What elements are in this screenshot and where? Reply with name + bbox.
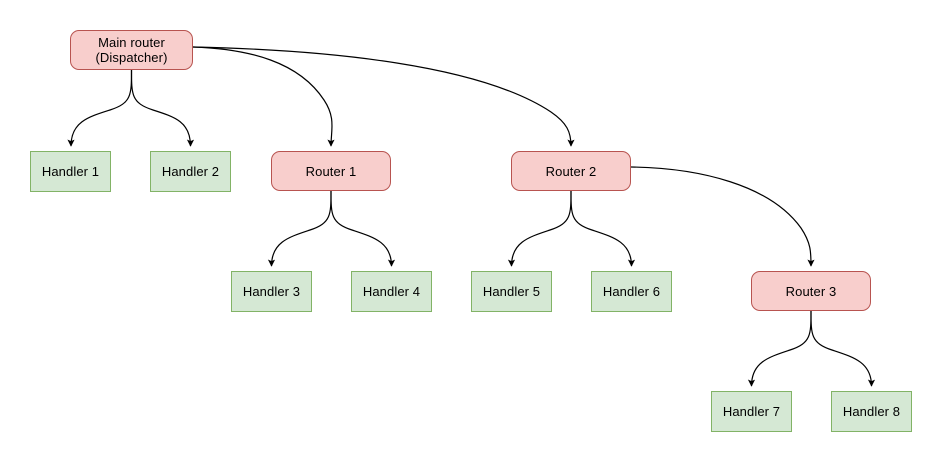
edge-router-1-to-handler-3 xyxy=(267,190,332,267)
node-handler-7-label: Handler 7 xyxy=(722,404,781,419)
node-handler-8[interactable]: Handler 8 xyxy=(831,391,912,432)
node-main-router-label: Main router (Dispatcher) xyxy=(95,35,168,65)
node-router-1-label: Router 1 xyxy=(305,163,357,179)
node-handler-4-label: Handler 4 xyxy=(362,284,421,299)
node-handler-6-label: Handler 6 xyxy=(602,284,661,299)
node-handler-6[interactable]: Handler 6 xyxy=(591,271,672,312)
node-handler-2[interactable]: Handler 2 xyxy=(150,151,231,192)
node-handler-7[interactable]: Handler 7 xyxy=(711,391,792,432)
edge-router-1-to-handler-4 xyxy=(330,190,396,267)
edge-router-3-to-handler-8 xyxy=(810,310,876,387)
node-router-1[interactable]: Router 1 xyxy=(271,151,391,191)
node-handler-4[interactable]: Handler 4 xyxy=(351,271,432,312)
node-handler-3[interactable]: Handler 3 xyxy=(231,271,312,312)
node-router-2-label: Router 2 xyxy=(545,163,597,179)
node-main-router[interactable]: Main router (Dispatcher) xyxy=(70,30,193,70)
node-router-2[interactable]: Router 2 xyxy=(511,151,631,191)
node-handler-8-label: Handler 8 xyxy=(842,404,901,419)
node-router-3[interactable]: Router 3 xyxy=(751,271,871,311)
edge-router-2-to-handler-6 xyxy=(570,190,636,267)
node-router-3-label: Router 3 xyxy=(785,283,837,299)
edge-main-to-router-1 xyxy=(192,46,335,147)
node-handler-1-label: Handler 1 xyxy=(41,164,100,179)
node-handler-1[interactable]: Handler 1 xyxy=(30,151,111,192)
node-handler-5[interactable]: Handler 5 xyxy=(471,271,552,312)
edge-router-2-to-router-3 xyxy=(630,166,815,267)
edge-router-3-to-handler-7 xyxy=(747,310,812,387)
edge-main-to-handler-2 xyxy=(130,69,195,147)
edge-main-to-router-2 xyxy=(192,46,575,147)
node-handler-5-label: Handler 5 xyxy=(482,284,541,299)
node-handler-3-label: Handler 3 xyxy=(242,284,301,299)
edge-router-2-to-handler-5 xyxy=(507,190,572,267)
edge-main-to-handler-1 xyxy=(67,69,133,147)
node-handler-2-label: Handler 2 xyxy=(161,164,220,179)
